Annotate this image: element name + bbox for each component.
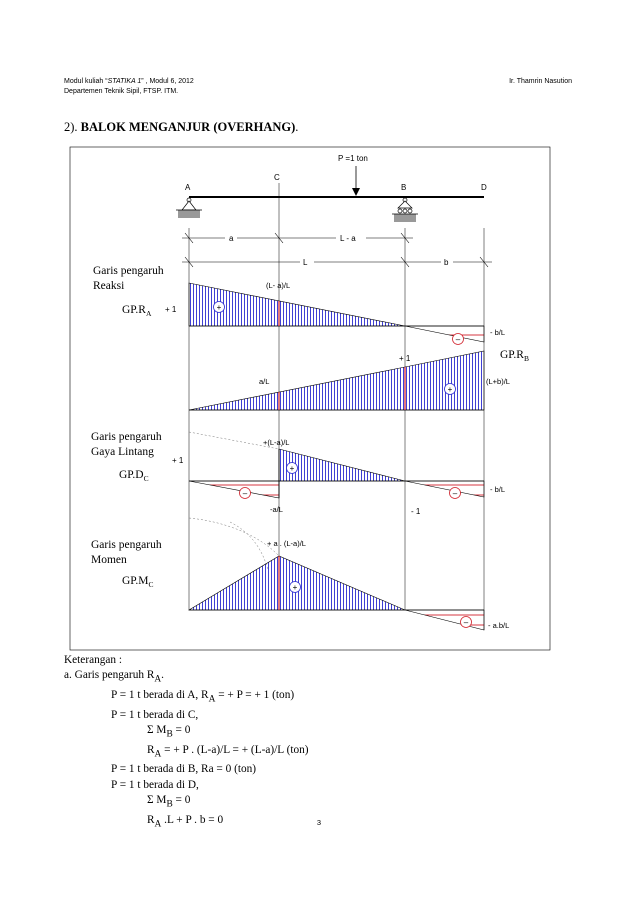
label-b: B <box>401 183 406 192</box>
group-label-momen-2: Momen <box>91 554 127 566</box>
dim-l-minus-a: L - a <box>340 234 356 243</box>
header-author: Ir. Thamrin Nasution <box>509 78 572 85</box>
gp-mc-label: GP.MC <box>122 575 154 589</box>
svg-text:–: – <box>456 335 461 344</box>
gp-dc-negative-area-left <box>188 480 280 499</box>
notes-line: P = 1 t berada di D, <box>111 778 199 791</box>
influence-line-figure: P =1 ton A C B D a L - <box>69 146 551 651</box>
load-arrow-head <box>352 188 360 196</box>
gp-dc-pos-value: +(L-a)/L <box>263 438 289 447</box>
notes-line: a. Garis pengaruh RA. <box>64 669 164 685</box>
notes-line: P = 1 t berada di A, RA = + P = + 1 (ton… <box>111 689 295 705</box>
explanation-notes: Keterangan : a. Garis pengaruh RA. P = 1… <box>64 653 309 833</box>
label-d: D <box>481 183 487 192</box>
gp-rb-value-c: a/L <box>259 377 269 386</box>
notes-line: Σ MB = 0 <box>147 794 191 810</box>
notes-line: Σ MB = 0 <box>147 724 191 740</box>
figure-frame <box>69 146 551 651</box>
gp-mc-negative-area <box>404 609 485 631</box>
dimension-lines <box>182 232 492 268</box>
notes-line: RA = + P . (L-a)/L = + (L-a)/L (ton) <box>147 743 309 760</box>
pin-support-icon <box>176 197 202 218</box>
group-label-momen-1: Garis pengaruh <box>91 539 162 551</box>
header-department: Departemen Teknik Sipil, FTSP. ITM. <box>64 88 179 95</box>
svg-text:+: + <box>293 583 298 592</box>
dim-a: a <box>229 234 234 243</box>
plus-sign-icon: + <box>213 301 225 313</box>
gp-dc-positive-area <box>278 448 406 482</box>
plus-sign-icon: + <box>286 462 298 474</box>
minus-sign-icon: – <box>460 616 472 628</box>
notes-line: P = 1 t berada di B, Ra = 0 (ton) <box>111 763 257 776</box>
gp-dc-dashed-reference <box>188 431 280 450</box>
gp-dc-label: GP.DC <box>119 469 149 483</box>
page-number: 3 <box>316 818 322 827</box>
notes-heading: Keterangan : <box>64 654 123 666</box>
svg-text:+: + <box>290 464 295 473</box>
minus-sign-icon: – <box>449 487 461 499</box>
gp-dc-minus: - b/L <box>490 485 505 494</box>
gp-dc-neg-value: -a/L <box>270 505 283 514</box>
gp-mc-minus: - a.b/L <box>488 621 509 630</box>
gp-rb-plus-one: + 1 <box>399 354 411 363</box>
notes-line: RA .L + P . b = 0 <box>147 813 224 830</box>
svg-text:–: – <box>243 489 248 498</box>
plus-sign-icon: + <box>444 383 456 395</box>
gp-rb-area <box>188 350 485 411</box>
group-label-lintang-2: Gaya Lintang <box>91 446 154 458</box>
load-label: P =1 ton <box>338 154 368 163</box>
plus-sign-icon: + <box>289 581 301 593</box>
svg-text:–: – <box>453 489 458 498</box>
gp-mc-dashed-reference-2 <box>229 521 269 571</box>
svg-text:+: + <box>448 385 453 394</box>
gp-ra-label: GP.RA <box>122 304 152 318</box>
gp-dc-plus-one: + 1 <box>172 456 184 465</box>
label-c: C <box>274 173 280 182</box>
header-course: Modul kuliah “STATIKA 1” , Modul 6, 2012 <box>64 78 194 85</box>
gp-ra-value-c: (L- a)/L <box>266 281 290 290</box>
dim-b: b <box>444 258 449 267</box>
group-label-reaksi-1: Garis pengaruh <box>93 265 164 277</box>
gp-dc-negative-area-right <box>404 480 485 498</box>
gp-mc-dashed-reference <box>188 517 280 557</box>
notes-line: P = 1 t berada di C, <box>111 708 199 721</box>
gp-rb-label: GP.RB <box>500 349 529 363</box>
section-title: 2). BALOK MENGANJUR (OVERHANG). <box>64 120 299 134</box>
minus-sign-icon: – <box>239 487 251 499</box>
minus-sign-icon: – <box>452 333 464 345</box>
svg-text:+: + <box>217 303 222 312</box>
group-label-lintang-1: Garis pengaruh <box>91 431 162 443</box>
svg-text:–: – <box>464 618 469 627</box>
gp-ra-negative-area <box>404 325 485 343</box>
gp-ra-plus-one: + 1 <box>165 305 177 314</box>
gp-ra-minus: - b/L <box>490 328 505 337</box>
gp-rb-end: (L+b)/L <box>486 377 510 386</box>
gp-mc-peak-value: + a . (L-a)/L <box>267 539 306 548</box>
roller-support-icon <box>392 197 418 222</box>
gp-dc-minus-one: - 1 <box>411 507 421 516</box>
label-a: A <box>185 183 191 192</box>
dim-l: L <box>303 258 308 267</box>
group-label-reaksi-2: Reaksi <box>93 280 124 292</box>
